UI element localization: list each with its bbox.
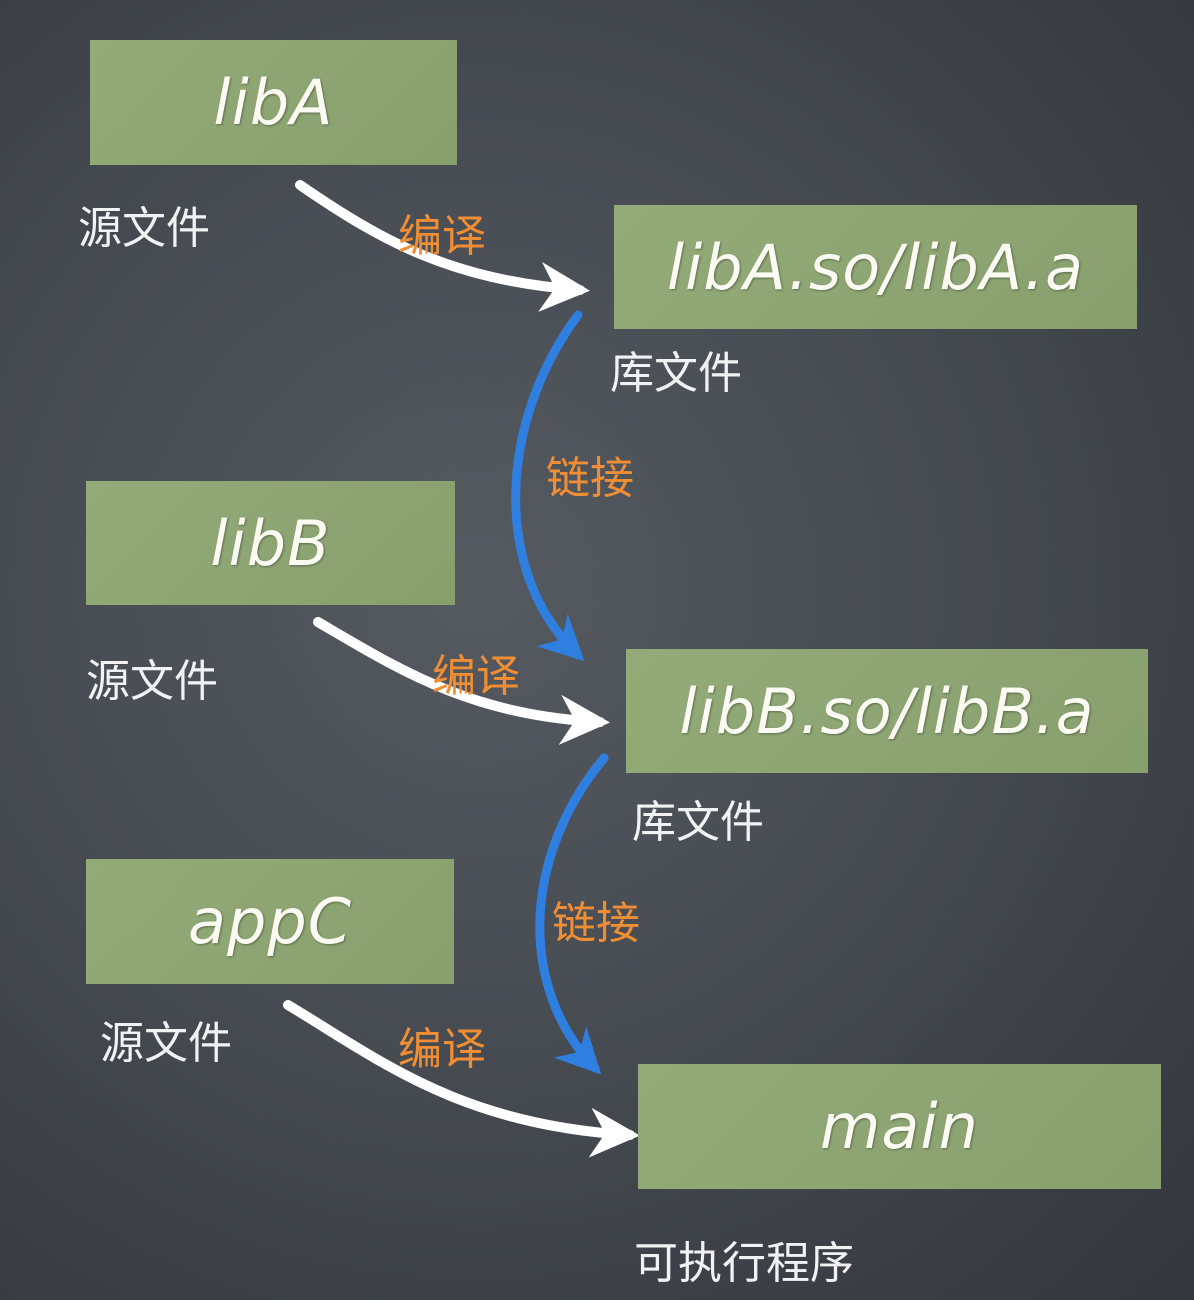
caption-liba-library: 库文件 xyxy=(610,348,742,399)
edge-label-liba-link: 链接 xyxy=(546,453,634,504)
edge-label-appc-compile: 编译 xyxy=(398,1024,486,1075)
compile-arrow-libb xyxy=(313,617,610,745)
node-liba-library-label: libA.so/libA.a xyxy=(666,230,1085,304)
caption-appc: 源文件 xyxy=(100,1018,232,1069)
node-main-label: main xyxy=(820,1090,979,1163)
compile-arrow-liba xyxy=(295,180,590,312)
node-libb-library-label: libB.so/libB.a xyxy=(679,674,1095,748)
node-libb: libB xyxy=(86,481,455,605)
link-arrow-libb-to-main xyxy=(535,753,609,1075)
caption-libb-library: 库文件 xyxy=(632,797,764,848)
node-appc: appC xyxy=(86,859,454,984)
node-liba-library: libA.so/libA.a xyxy=(614,205,1137,329)
node-appc-label: appC xyxy=(188,885,352,958)
node-liba-label: libA xyxy=(213,66,334,139)
edge-label-libb-compile: 编译 xyxy=(432,651,520,702)
caption-main: 可执行程序 xyxy=(634,1238,854,1289)
compile-arrow-appc xyxy=(283,1000,640,1158)
node-libb-label: libB xyxy=(210,506,331,580)
edge-label-libb-link: 链接 xyxy=(552,898,640,949)
caption-liba: 源文件 xyxy=(78,203,210,254)
caption-libb: 源文件 xyxy=(86,656,218,707)
node-libb-library: libB.so/libB.a xyxy=(626,649,1148,773)
edge-label-liba-compile: 编译 xyxy=(398,211,486,262)
link-arrow-liba-to-libb xyxy=(511,310,585,662)
node-main: main xyxy=(638,1064,1161,1189)
node-liba: libA xyxy=(90,40,457,165)
